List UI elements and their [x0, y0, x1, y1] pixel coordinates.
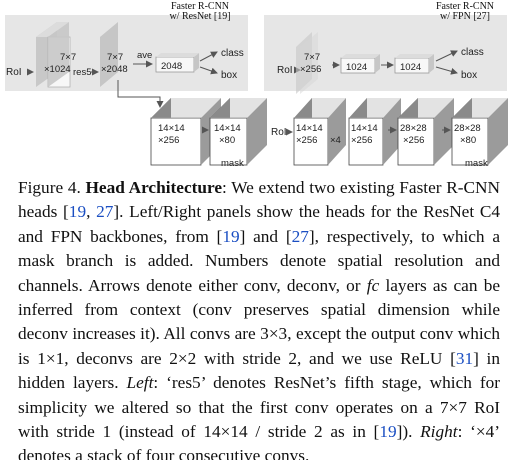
right-class-label: class [461, 47, 484, 58]
caption-ref-19a[interactable]: 19 [68, 202, 87, 222]
right-block1-line2: ×256 [300, 64, 321, 75]
right-mask-block3-line1: 28×28 [400, 123, 427, 134]
right-mask-block2-line2: ×256 [351, 135, 372, 146]
caption-ref-27b[interactable]: 27 [291, 226, 309, 246]
right-mask-block-14x14x256-b: 14×14 ×256 [348, 98, 401, 166]
caption-figure-label: Figure 4. [18, 178, 81, 197]
right-class-arrow [435, 50, 458, 62]
left-vector-label: 2048 [161, 61, 182, 72]
left-block1-line1: 7×7 [60, 52, 76, 63]
right-roi-top-label: RoI [277, 65, 293, 76]
left-mask-block2-line2: ×80 [219, 135, 235, 146]
right-title-line1: Faster R-CNN [436, 1, 494, 12]
left-ave-label: ave [137, 50, 152, 61]
left-mask-block-14x14x80: 14×14 ×80 mask [209, 98, 267, 169]
right-roi-bottom-label: RoI [271, 127, 287, 138]
caption-right-label: Right [420, 422, 458, 442]
left-mask-block2-line1: 14×14 [214, 123, 241, 134]
right-fc1-label: 1024 [346, 62, 367, 73]
left-box-arrow [199, 66, 218, 75]
right-box-arrow [435, 66, 458, 75]
right-mask-block-28x28x256: 28×28 ×256 [397, 98, 454, 166]
left-title-line1: Faster R-CNN [171, 1, 229, 12]
left-mask-label: mask [221, 158, 244, 169]
right-box-label: box [461, 70, 477, 81]
left-mask-block1-line2: ×256 [158, 135, 179, 146]
caption-left-label: Left [126, 373, 154, 393]
caption-text-4: ] and [ [239, 226, 292, 246]
caption-text-1: : We extend two existing Faster R-CNN he… [18, 178, 501, 222]
caption-text-7: ] in hidden layers. [18, 348, 500, 393]
right-fc2-label: 1024 [400, 62, 421, 73]
left-title-line2: w/ ResNet [19] [169, 11, 230, 22]
left-mask-block1-line1: 14×14 [158, 123, 185, 134]
left-block2-line1: 7×7 [107, 52, 123, 63]
caption-fc: fc [366, 275, 380, 295]
caption-ref-19b[interactable]: 19 [222, 226, 240, 246]
left-block2-line2: ×2048 [101, 64, 128, 75]
right-title-line2: w/ FPN [27] [440, 11, 490, 22]
right-mask-block2-line1: 14×14 [351, 123, 378, 134]
right-mask-block1-line1: 14×14 [296, 123, 323, 134]
right-mask-block-28x28x80: 28×28 ×80 mask [451, 98, 508, 169]
caption-text-5: ], respectively, to which a mask branch … [18, 226, 501, 295]
left-block-7x7x2048: 7×7 ×2048 [100, 22, 128, 87]
right-x4-label: ×4 [330, 135, 341, 146]
right-block1-line1: 7×7 [304, 52, 320, 63]
caption-ref-27a[interactable]: 27 [96, 202, 114, 222]
caption-heading: Head Architecture [85, 178, 223, 197]
right-block-7x7x256: 7×7 ×256 [296, 32, 321, 94]
head-architecture-figure: Faster R-CNN w/ ResNet [19] RoI 7×7 ×102… [0, 0, 515, 175]
left-res5-label: res5 [73, 67, 91, 78]
caption-text-10: : ‘×4’ denotes a stack of four consecuti… [18, 422, 500, 460]
figure-caption: Figure 4. Head Architecture: We extend t… [18, 176, 500, 460]
caption-text-3: ]. Left/Right panels show the heads for … [18, 202, 500, 246]
caption-ref-19c[interactable]: 19 [379, 422, 397, 442]
left-class-arrow [199, 51, 218, 62]
right-mask-block1-line2: ×256 [296, 135, 317, 146]
caption-text-6: layers as can be inferred from context (… [18, 275, 501, 368]
left-block1-line2: ×1024 [44, 64, 71, 75]
caption-text-9: ]). [396, 422, 421, 442]
left-box-label: box [221, 70, 237, 81]
right-mask-block4-line1: 28×28 [454, 123, 481, 134]
caption-text-8: : ‘res5’ denotes ResNet’s fifth stage, w… [18, 373, 500, 442]
left-block-7x7x1024: 7×7 ×1024 [36, 22, 76, 88]
figure-svg: Faster R-CNN w/ ResNet [19] RoI 7×7 ×102… [5, 1, 508, 169]
left-mask-connector [117, 80, 164, 108]
left-class-label: class [221, 48, 244, 59]
left-roi-label: RoI [6, 67, 22, 78]
right-mask-label: mask [465, 158, 488, 169]
right-mask-block3-line2: ×256 [403, 135, 424, 146]
caption-text-2: , [86, 202, 97, 222]
right-mask-block4-line2: ×80 [460, 135, 476, 146]
caption-ref-31[interactable]: 31 [455, 348, 474, 368]
right-mask-block-14x14x256-a: 14×14 ×256 [293, 98, 346, 166]
